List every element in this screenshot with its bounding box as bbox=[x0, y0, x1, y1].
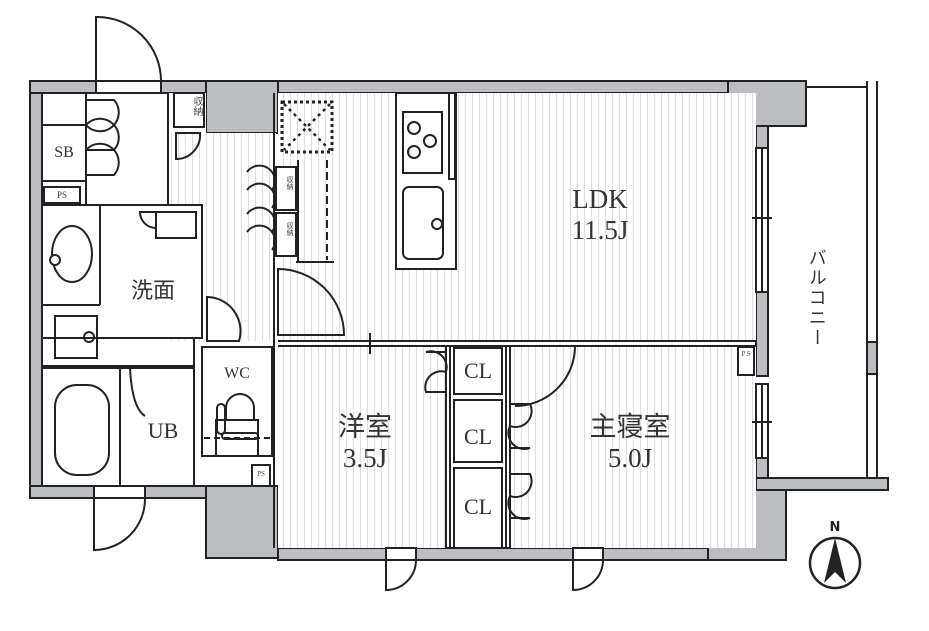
room-ldk-size: 11.5J bbox=[571, 215, 629, 246]
storage-hall-1-label: 収納 bbox=[286, 176, 294, 190]
interior-lines bbox=[41, 15, 878, 592]
room-ldk-label: LDK 11.5J bbox=[555, 184, 645, 246]
storage-hall-2-label: 収納 bbox=[286, 222, 294, 236]
compass: N bbox=[810, 520, 870, 590]
room-balcony-label: バルコニー bbox=[806, 248, 827, 348]
room-master-bedroom-size: 5.0J bbox=[607, 443, 653, 474]
room-toilet-label: WC bbox=[224, 365, 250, 382]
ps-bedroom-label: P S bbox=[741, 350, 751, 358]
compass-north-label: N bbox=[829, 520, 841, 535]
room-ldk-name: LDK bbox=[572, 184, 628, 214]
room-western-name: 洋室 bbox=[338, 412, 392, 442]
storage-entry-label: 収納 bbox=[191, 96, 202, 116]
closet-3-label: CL bbox=[463, 494, 493, 519]
ps-wc-label: PS bbox=[257, 470, 265, 478]
room-washroom-label: 洗面 bbox=[130, 278, 175, 303]
room-shoebox-label: SB bbox=[54, 144, 74, 161]
room-western-label: 洋室 3.5J bbox=[320, 412, 410, 474]
floors bbox=[168, 93, 756, 548]
north-arrow-icon bbox=[808, 536, 862, 590]
room-master-bedroom-name: 主寝室 bbox=[589, 412, 671, 442]
ps-entry-label: PS bbox=[56, 190, 67, 200]
room-master-bedroom-label: 主寝室 5.0J bbox=[570, 412, 690, 474]
room-bath-label: UB bbox=[147, 418, 179, 443]
closet-1-label: CL bbox=[463, 358, 493, 383]
room-western-size: 3.5J bbox=[342, 443, 388, 474]
closet-2-label: CL bbox=[463, 424, 493, 449]
